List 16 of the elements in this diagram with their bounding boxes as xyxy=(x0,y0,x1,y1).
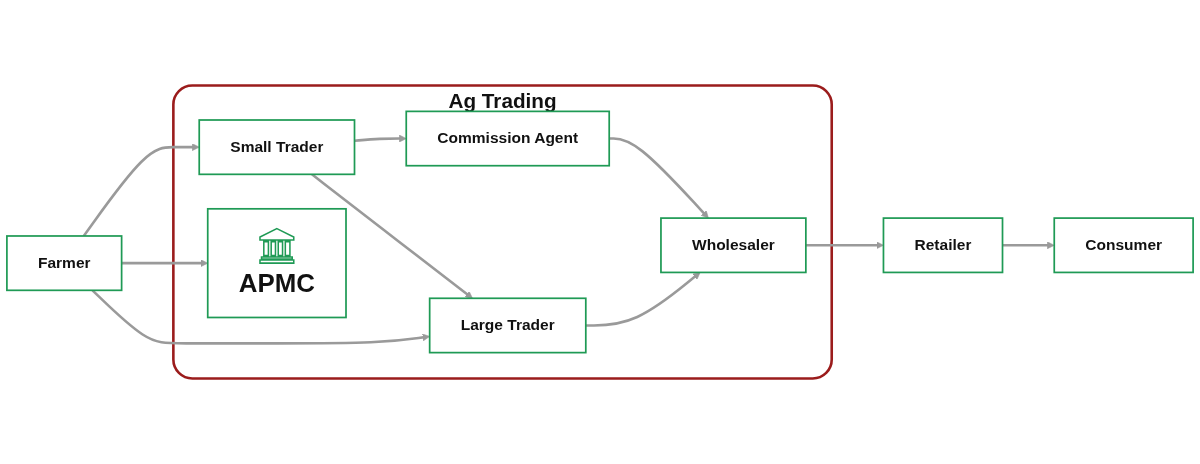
arrow xyxy=(91,289,430,345)
node-box: Commission Agent xyxy=(405,110,611,167)
arrow xyxy=(609,137,709,219)
arrow xyxy=(311,173,473,299)
arrow xyxy=(82,143,200,237)
arrow xyxy=(1002,241,1055,250)
node-box: Large Trader xyxy=(428,297,587,354)
node-box: Consumer xyxy=(1053,217,1194,274)
arrow xyxy=(354,134,407,143)
node-box: APMC xyxy=(206,207,347,319)
node-box: Retailer xyxy=(882,217,1004,274)
node-box: Wholesaler xyxy=(660,217,807,274)
node-box: Farmer xyxy=(6,235,123,292)
arrow xyxy=(805,241,884,250)
arrow xyxy=(585,272,701,327)
node-box: Small Trader xyxy=(198,119,356,176)
